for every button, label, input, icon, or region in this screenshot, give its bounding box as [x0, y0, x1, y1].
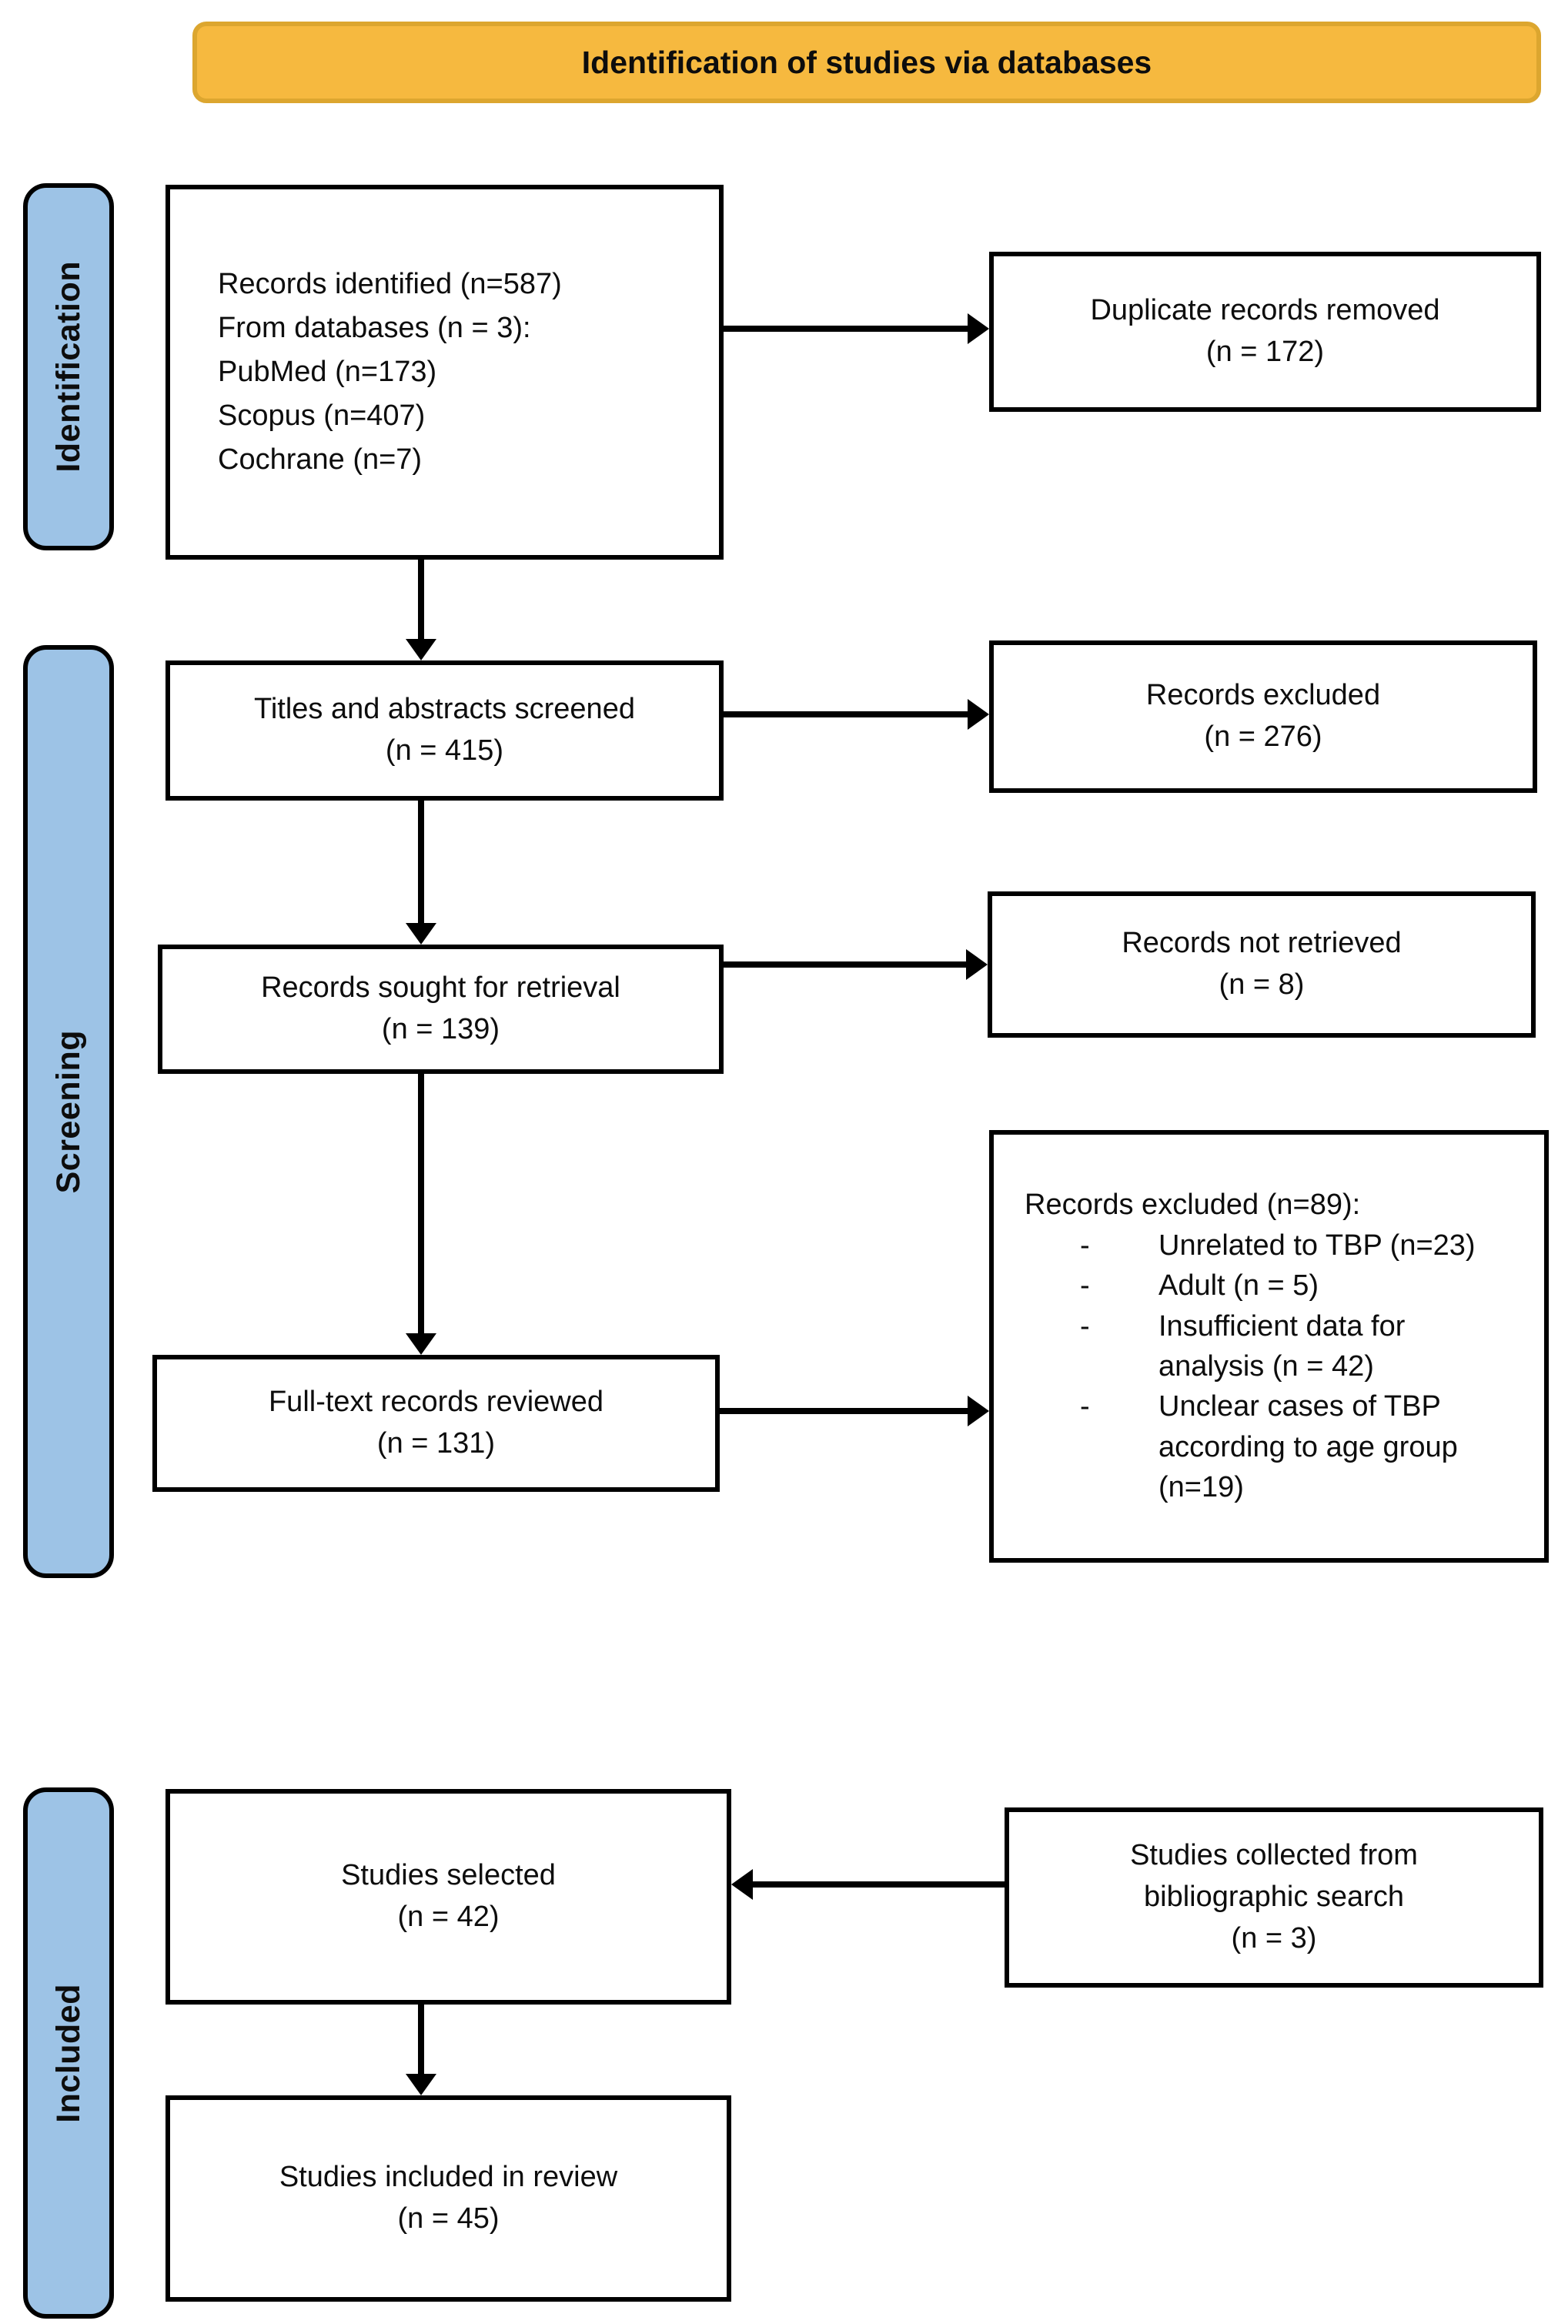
box-studies-selected: Studies selected (n = 42) [165, 1789, 731, 2005]
arrow-head-right-icon [968, 699, 989, 730]
box-records-identified-line: Scopus (n=407) [218, 400, 426, 432]
box-sought-line: Records sought for retrieval [261, 971, 620, 1005]
excluded-reason-text: Adult (n = 5) [1158, 1269, 1319, 1302]
box-records-identified-line: From databases (n = 3): [218, 312, 531, 344]
box-not-retrieved-count: (n = 8) [1219, 968, 1305, 1001]
box-titles-abstracts-screened: Titles and abstracts screened (n = 415) [165, 660, 724, 801]
excluded-reason-item: - Unclear cases of TBP according to age … [1080, 1386, 1516, 1507]
arrow-head-down-icon [406, 639, 436, 660]
arrow-sought-to-not-retrieved [724, 949, 988, 980]
arrow-identified-to-titles [406, 560, 436, 660]
title-banner: Identification of studies via databases [192, 22, 1541, 103]
arrow-shaft [720, 1408, 971, 1414]
box-included-count: (n = 45) [397, 2202, 500, 2235]
arrow-shaft [724, 961, 969, 968]
arrow-head-left-icon [731, 1869, 753, 1900]
box-duplicates-line: Duplicate records removed [1090, 294, 1440, 327]
arrow-head-right-icon [966, 949, 988, 980]
arrow-titles-to-excluded [724, 699, 989, 730]
arrow-shaft [418, 801, 424, 926]
box-duplicates-count: (n = 172) [1205, 336, 1325, 368]
bullet-dash: - [1080, 1309, 1090, 1343]
excluded-reason-item: - Adult (n = 5) [1080, 1266, 1319, 1306]
box-not-retrieved-line: Records not retrieved [1122, 927, 1402, 960]
stage-label-identification: Identification [49, 261, 87, 473]
box-selected-count: (n = 42) [397, 1901, 500, 1933]
box-fulltext-count: (n = 131) [376, 1427, 496, 1460]
box-studies-included: Studies included in review (n = 45) [165, 2095, 731, 2302]
bullet-dash: - [1080, 1269, 1090, 1302]
box-records-identified-line: PubMed (n=173) [218, 356, 437, 388]
box-bibliographic-search: Studies collected from bibliographic sea… [1005, 1807, 1543, 1988]
bullet-dash: - [1080, 1229, 1090, 1262]
stage-bar-identification: Identification [23, 183, 114, 550]
arrow-head-down-icon [406, 1333, 436, 1355]
box-biblio-count: (n = 3) [1231, 1921, 1317, 1955]
box-selected-line: Studies selected [341, 1859, 556, 1892]
arrow-biblio-to-selected [731, 1869, 1005, 1900]
arrow-identified-to-duplicates [724, 313, 989, 344]
arrow-shaft [418, 2005, 424, 2077]
excluded-reason-text: Unrelated to TBP (n=23) [1158, 1229, 1476, 1262]
arrow-head-down-icon [406, 2074, 436, 2095]
stage-label-screening: Screening [49, 1029, 87, 1194]
box-sought-count: (n = 139) [381, 1013, 500, 1045]
stage-bar-screening: Screening [23, 645, 114, 1578]
stage-bar-included: Included [23, 1787, 114, 2319]
box-fulltext-excluded-reasons: Records excluded (n=89): - Unrelated to … [989, 1130, 1549, 1563]
box-included-line: Studies included in review [279, 2161, 618, 2194]
box-fulltext-line: Full-text records reviewed [268, 1386, 604, 1419]
arrow-shaft [724, 326, 971, 332]
box-records-sought: Records sought for retrieval (n = 139) [158, 945, 724, 1074]
box-records-not-retrieved: Records not retrieved (n = 8) [988, 891, 1536, 1038]
box-excluded-count: (n = 276) [1204, 721, 1322, 753]
box-records-identified-line: Records identified (n=587) [218, 268, 562, 300]
box-records-identified: Records identified (n=587) From database… [165, 185, 724, 560]
stage-label-included: Included [49, 1983, 87, 2123]
excluded-reason-text: Insufficient data for analysis (n = 42) [1158, 1309, 1406, 1383]
box-records-excluded: Records excluded (n = 276) [989, 640, 1537, 793]
excluded-reason-item: - Unrelated to TBP (n=23) [1080, 1226, 1476, 1266]
box-duplicates-removed: Duplicate records removed (n = 172) [989, 252, 1541, 412]
arrow-head-down-icon [406, 923, 436, 945]
arrow-shaft [418, 1074, 424, 1336]
box-fulltext-reviewed: Full-text records reviewed (n = 131) [152, 1355, 720, 1492]
arrow-shaft [750, 1881, 1005, 1888]
arrow-sought-to-fulltext [406, 1074, 436, 1355]
arrow-head-right-icon [968, 313, 989, 344]
excluded-reason-item: - Insufficient data for analysis (n = 42… [1080, 1306, 1516, 1387]
arrow-shaft [724, 711, 971, 717]
box-titles-count: (n = 415) [385, 734, 504, 767]
box-titles-line: Titles and abstracts screened [254, 693, 635, 726]
title-banner-label: Identification of studies via databases [581, 44, 1152, 80]
box-records-identified-line: Cochrane (n=7) [218, 443, 423, 476]
excluded-reason-text: Unclear cases of TBP according to age gr… [1158, 1390, 1458, 1504]
box-excluded-line: Records excluded [1145, 679, 1381, 712]
bullet-dash: - [1080, 1390, 1090, 1423]
arrow-fulltext-to-excluded-reasons [720, 1396, 989, 1426]
box-biblio-line: Studies collected from bibliographic sea… [1130, 1839, 1418, 1914]
box-big-excluded-heading: Records excluded (n=89): [1025, 1189, 1361, 1222]
arrow-shaft [418, 560, 424, 642]
arrow-titles-to-sought [406, 801, 436, 945]
arrow-selected-to-included [406, 2005, 436, 2095]
arrow-head-right-icon [968, 1396, 989, 1426]
